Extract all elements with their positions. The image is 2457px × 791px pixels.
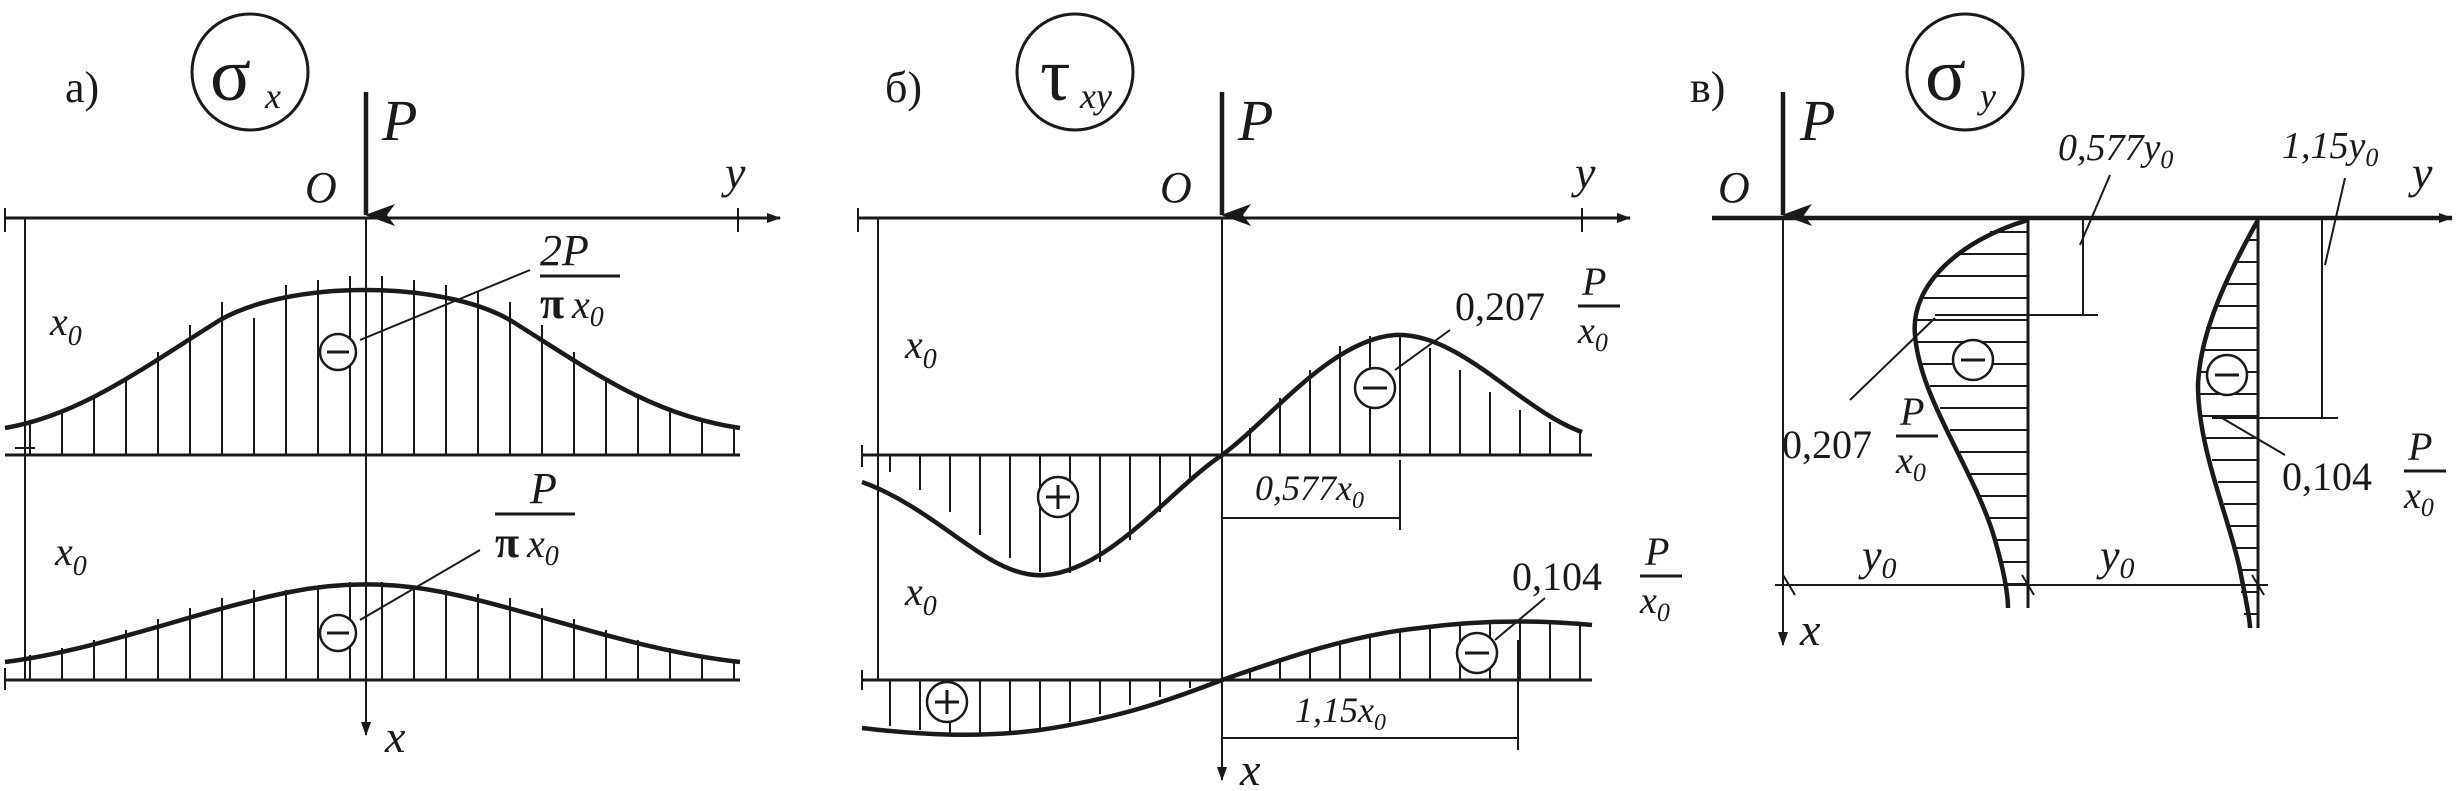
force-label-a: P [381,88,417,153]
panel-a-sigma-x: а) σ x P O y x x0 x0 [4,12,781,762]
panel-b-tau-xy: б) τ xy P O y x x0 x0 [857,12,1682,791]
leader-a-lower [359,549,481,621]
sigma-y-subscript: y [1977,76,1996,116]
dim-v1-label: 0,577y0 [2058,127,2173,174]
dim-v1-leader [2079,174,2111,246]
sigma-x-upper-hatching [29,276,735,455]
dim-v2-label: 1,15y0 [2282,125,2378,172]
sigma-y-left-coef: 0,207 [1782,422,1872,467]
origin-label-a: O [305,163,337,212]
dim-b-lower-label: 1,15x0 [1295,690,1386,736]
tau-upper-frac-num: P [1581,259,1606,304]
sigma-y-symbol: σ [1925,33,1966,117]
y-axis-label-b: y [1571,147,1596,198]
y0-tick-left [1782,574,1796,596]
tau-upper-coef: 0,207 [1455,284,1545,329]
leader-v-right [2221,417,2286,456]
sigma-y-badge [1905,12,2025,132]
x0-label-b-upper: x0 [904,322,937,375]
panel-v-sigma-y: в) σ y P O y x [1690,12,2453,655]
y0-tick-right [2251,574,2265,596]
sigma-y-left-hatching [1916,231,2028,585]
sigma-x-symbol: σ [210,33,251,117]
x-axis-label-v: x [1799,604,1821,655]
sigma-y-right-curve [2195,218,2260,629]
origin-label-b: O [1160,163,1192,212]
tau-xy-symbol: τ [1040,33,1071,117]
tau-upper-frac-den: x0 [1577,310,1608,357]
force-label-b: P [1237,88,1273,153]
sigma-y-right-hatching [2199,239,2258,615]
y-axis-label-a: y [721,147,746,198]
x-axis-label-b: x [1239,744,1261,791]
sigma-y-left-frac-num: P [1899,389,1924,434]
sigma-x-upper-curve [4,287,741,431]
y0-tick-mid [2021,574,2035,596]
y0-label-right: y0 [2096,531,2135,585]
dim-b-upper-label: 0,577x0 [1255,468,1364,514]
y-axis-label-v: y [2408,147,2433,198]
sigma-x-subscript: x [264,76,281,116]
x0-label-b-lower: x0 [904,569,937,622]
tau-lower-coef: 0,104 [1512,554,1602,599]
sigma-x-lower-pi: π [495,518,519,567]
sigma-y-right-frac-num: P [2407,424,2432,469]
leader-a-upper [359,269,531,341]
dim-v2-leader [2324,177,2346,266]
sigma-x-lower-hatching [29,582,735,680]
sigma-x-lower-curve [4,582,741,665]
leader-b-lower [1494,597,1546,641]
x-axis-label-a: x [384,711,406,762]
sigma-x-upper-den: x0 [571,282,604,333]
force-label-v: P [1799,88,1835,153]
sigma-y-right-frac-den: x0 [2403,475,2434,522]
sigma-x-upper-pi: π [540,279,564,328]
x0-label-a-upper: x0 [49,299,82,352]
sigma-x-upper-num: 2P [540,226,589,275]
sigma-x-lower-den: x0 [526,521,559,572]
sigma-x-lower-num: P [529,464,557,513]
x0-label-a-lower: x0 [54,529,87,582]
tau-xy-subscript: xy [1079,76,1112,116]
leader-v-left [1849,317,1936,401]
leader-b-upper [1394,329,1451,371]
origin-label-v: O [1718,163,1750,212]
panel-v-label: в) [1690,63,1725,112]
sigma-y-right-coef: 0,104 [2282,454,2372,499]
panel-a-label: а) [65,63,99,112]
sigma-y-left-curve [1912,217,2029,609]
sigma-y-left-frac-den: x0 [1895,440,1926,487]
y0-label-left: y0 [1858,531,1897,585]
tau-lower-frac-den: x0 [1639,580,1670,627]
panel-b-label: б) [885,63,922,112]
tau-lower-frac-num: P [1644,529,1669,574]
sigma-x-badge [190,12,310,132]
tau-xy-badge [1015,12,1135,132]
